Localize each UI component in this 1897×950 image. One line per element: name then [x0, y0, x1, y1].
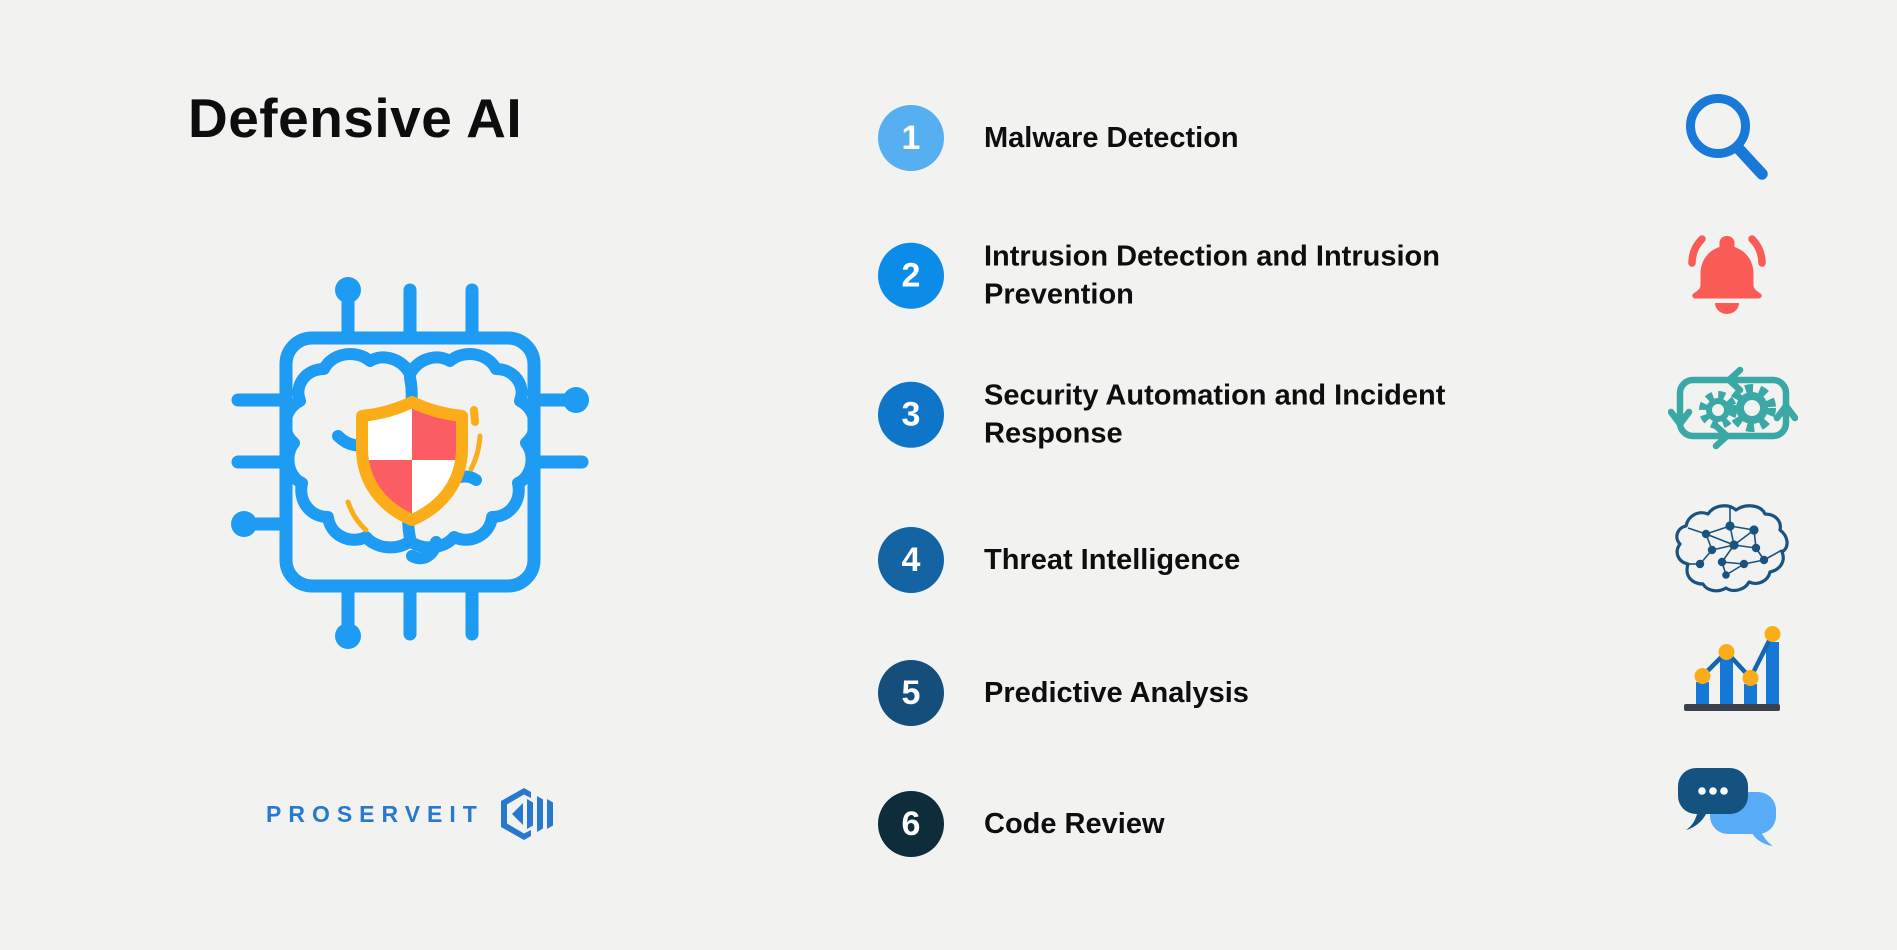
item-number-badge: 5 [878, 660, 944, 726]
item-label: Malware Detection [984, 121, 1239, 154]
item-label: Predictive Analysis [984, 676, 1249, 709]
trend-chart-icon [1682, 608, 1782, 719]
item-label: Security Automation and Incident Respons… [984, 379, 1446, 450]
ai-chip-brain-shield-illustration [200, 252, 620, 672]
item-number-badge: 4 [878, 527, 944, 593]
list-item: 6 Code Review [878, 791, 1165, 857]
list-item: 3 Security Automation and Incident Respo… [878, 377, 1564, 454]
item-number-badge: 1 [878, 105, 944, 171]
item-number: 1 [901, 118, 921, 157]
gear-icon [1699, 384, 1776, 432]
neural-brain-icon [1668, 500, 1798, 600]
list-item: 1 Malware Detection [878, 105, 1239, 171]
shield-icon [345, 396, 483, 533]
automation-gears-icon [1667, 366, 1799, 455]
item-number-badge: 2 [878, 243, 944, 309]
list-item: 2 Intrusion Detection and Intrusion Prev… [878, 238, 1564, 315]
item-number-badge: 3 [878, 382, 944, 448]
item-label: Code Review [984, 807, 1165, 840]
item-number: 6 [901, 804, 921, 843]
item-label: Intrusion Detection and Intrusion Preven… [984, 240, 1440, 311]
item-label: Threat Intelligence [984, 543, 1241, 576]
item-number-badge: 6 [878, 791, 944, 857]
item-number: 2 [901, 256, 921, 295]
brand-logo: PROSERVEIT [266, 788, 558, 840]
item-number: 3 [901, 395, 921, 434]
page-title: Defensive AI [188, 87, 523, 149]
item-number: 4 [901, 540, 921, 579]
list-item: 4 Threat Intelligence [878, 527, 1240, 593]
chat-bubbles-icon [1676, 766, 1782, 851]
search-icon [1678, 88, 1774, 191]
alert-bell-icon [1682, 224, 1772, 324]
item-number: 5 [901, 673, 921, 712]
chip-icon [231, 277, 589, 649]
list-item: 5 Predictive Analysis [878, 660, 1249, 726]
brand-logo-text: PROSERVEIT [266, 800, 484, 827]
hexagon-bars-logo-mark [500, 788, 553, 840]
